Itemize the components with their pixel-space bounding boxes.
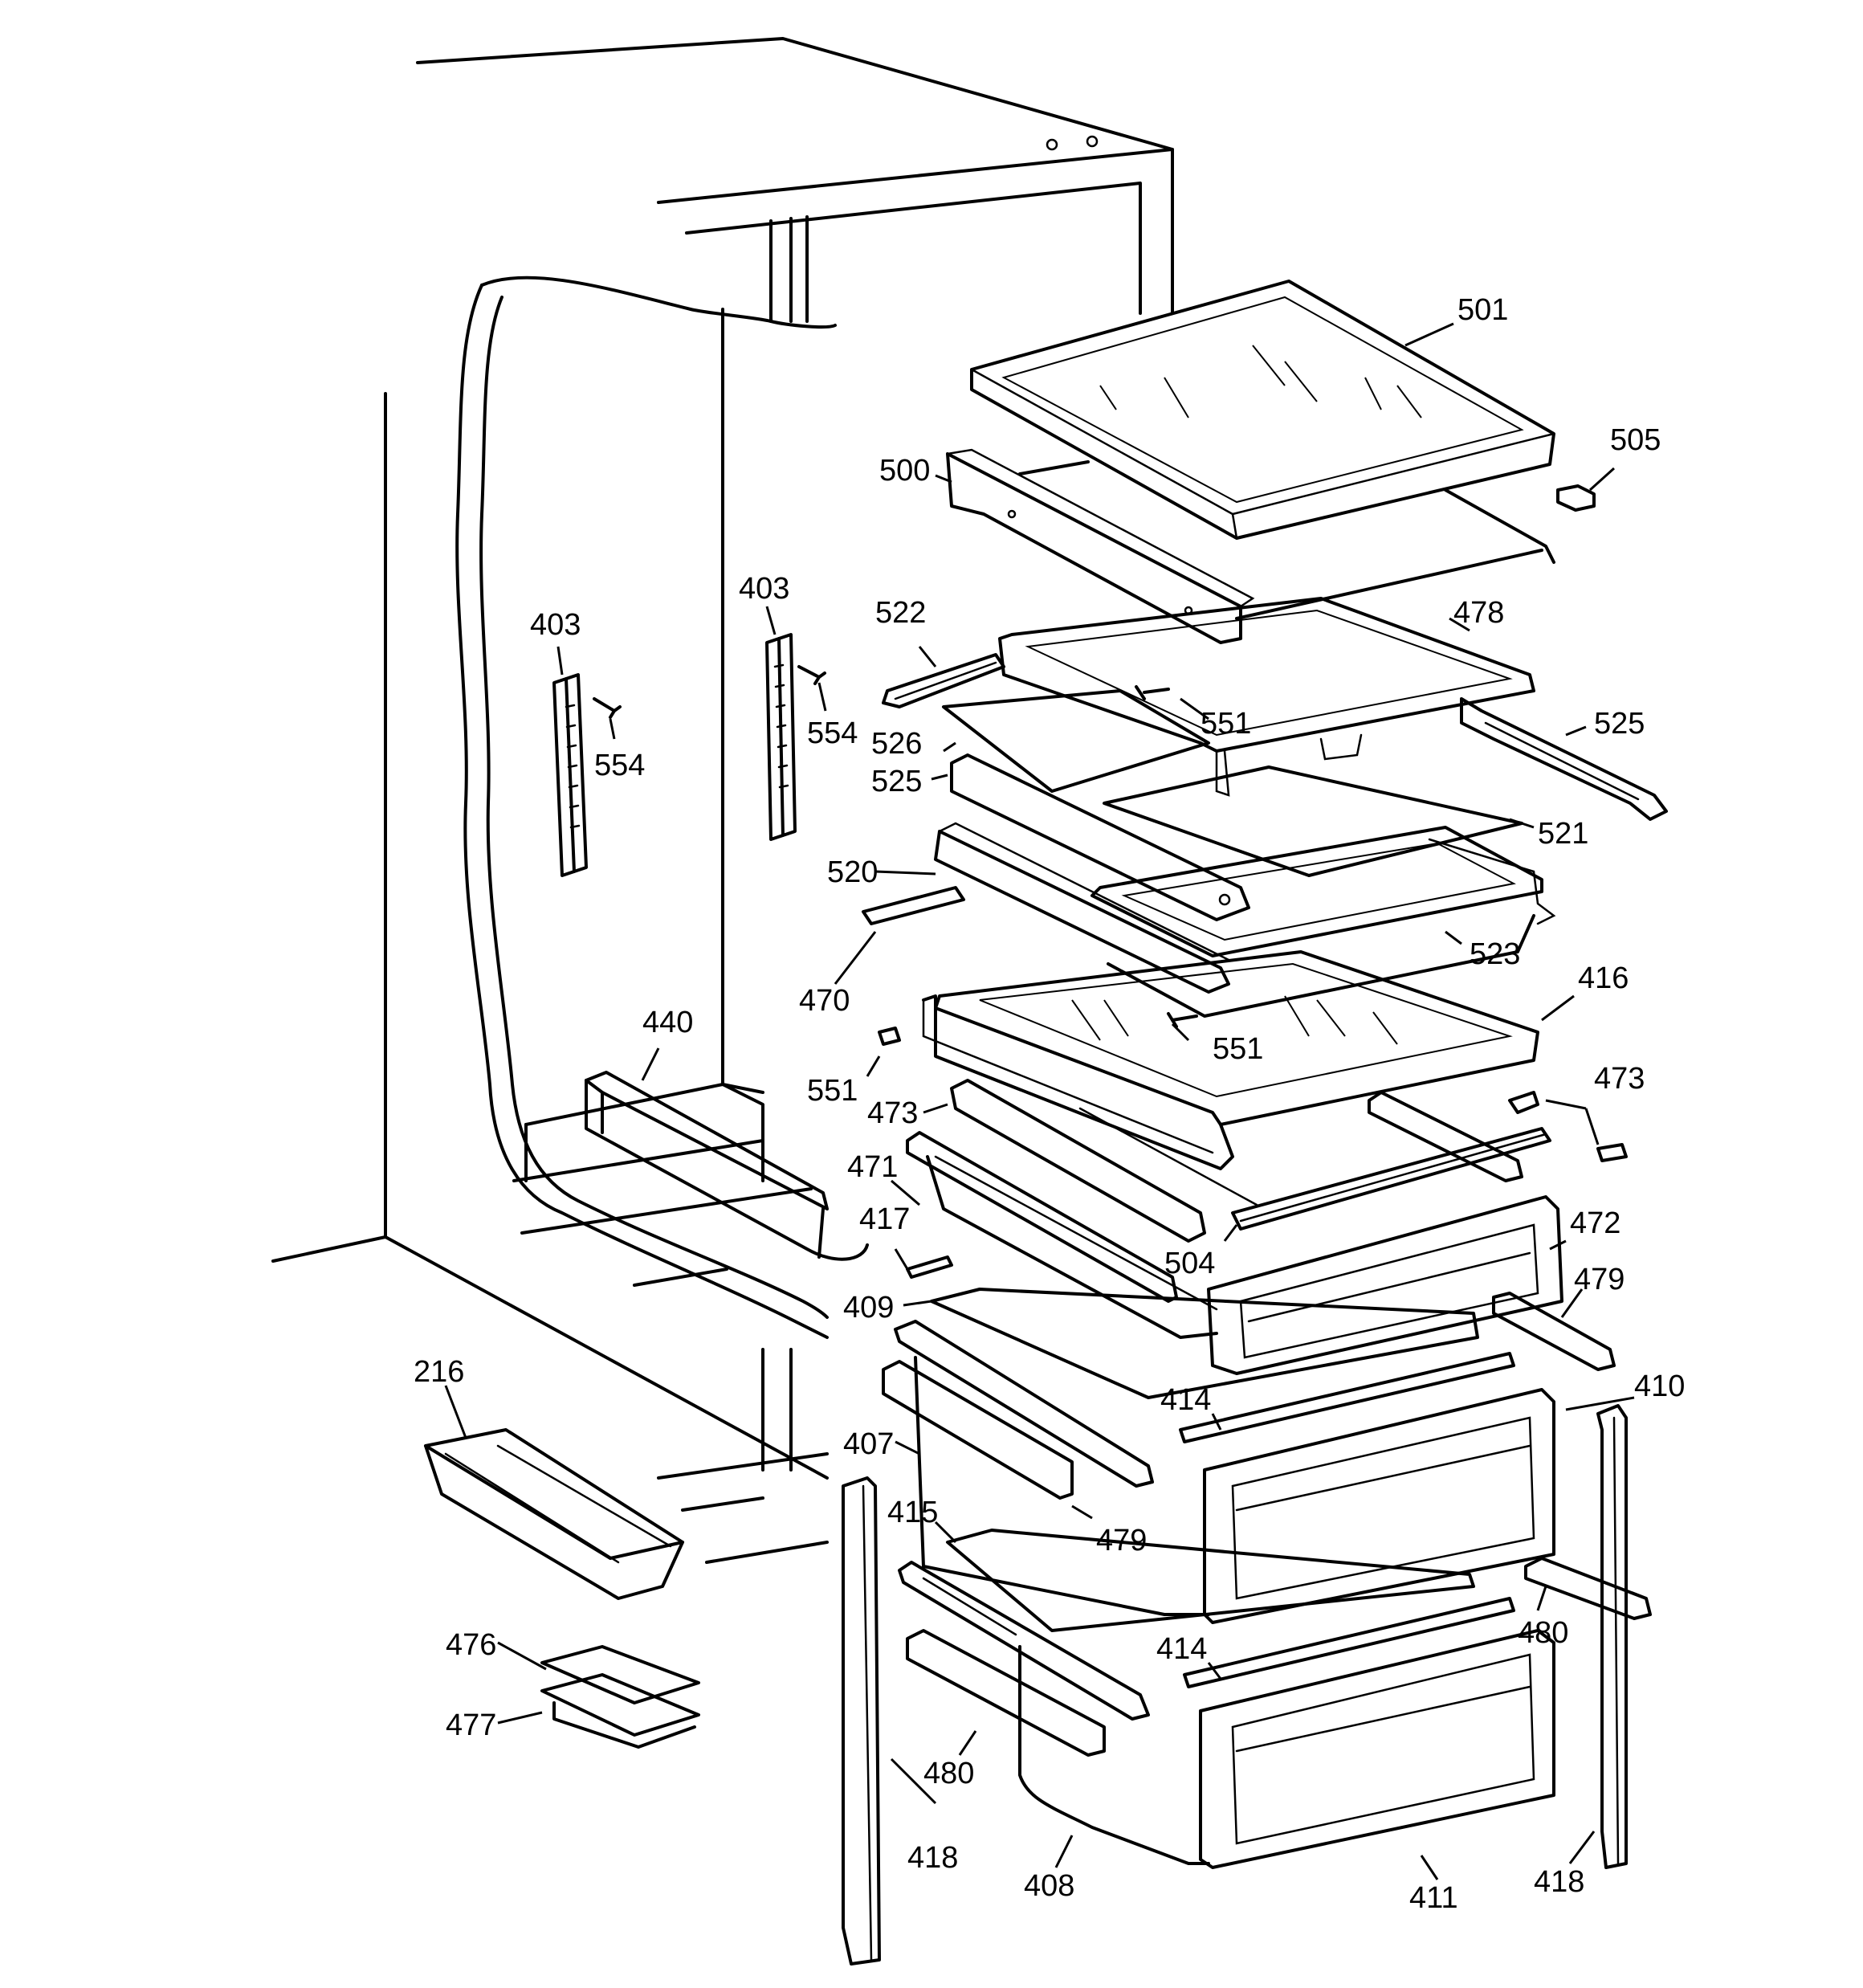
label-409: 409 (843, 1291, 894, 1325)
rail-473-left (950, 1079, 1206, 1243)
part-labels: 501 505 500 478 522 551 525 526 525 521 … (414, 293, 1685, 1915)
label-414-b: 414 (1156, 1632, 1207, 1666)
door-gasket (455, 276, 837, 1339)
drawer-front-411 (1199, 1629, 1555, 1869)
dairy-cover-476 (540, 1645, 700, 1704)
label-418-b: 418 (1534, 1865, 1584, 1899)
label-505: 505 (1610, 423, 1661, 457)
glass-409 (930, 1288, 1479, 1399)
label-504: 504 (1164, 1247, 1215, 1280)
drawer-front-472 (1207, 1195, 1563, 1375)
label-473-a: 473 (867, 1096, 918, 1130)
label-501: 501 (1457, 293, 1508, 327)
label-520: 520 (827, 855, 878, 889)
glass-521 (1103, 765, 1523, 877)
rail-right-upper (1368, 1091, 1523, 1182)
label-410: 410 (1634, 1370, 1685, 1403)
trim-417 (906, 1255, 953, 1279)
label-417: 417 (859, 1202, 910, 1236)
label-478: 478 (1453, 596, 1504, 630)
label-403-b: 403 (739, 572, 789, 606)
slide-arm-525-right (1460, 697, 1668, 821)
slide-rail-479-lower (882, 1360, 1074, 1500)
label-411: 411 (1409, 1881, 1458, 1915)
frame-523 (1107, 914, 1535, 1018)
label-523: 523 (1470, 937, 1520, 971)
rail-522 (882, 653, 1005, 708)
door-bin-440 (585, 1071, 869, 1261)
label-551-b: 551 (1213, 1032, 1263, 1066)
label-525-a: 525 (1594, 707, 1645, 741)
label-470: 470 (799, 984, 850, 1018)
shelf-bracket-500 (946, 448, 1255, 644)
label-418-a: 418 (907, 1841, 958, 1875)
glass-526 (942, 689, 1210, 793)
label-479-a: 479 (1574, 1263, 1625, 1296)
label-216: 216 (414, 1355, 464, 1389)
dairy-tray-477 (540, 1673, 700, 1749)
label-472: 472 (1570, 1206, 1620, 1240)
drawer-471 (906, 1107, 1258, 1339)
leader-lines (444, 322, 1635, 1880)
label-403-a: 403 (530, 608, 581, 642)
label-554-b: 554 (807, 716, 858, 750)
label-522: 522 (875, 596, 926, 630)
label-476: 476 (446, 1628, 496, 1662)
shelf-rail-403-left (552, 673, 588, 877)
label-521: 521 (1538, 817, 1588, 851)
trim-414-lower (1183, 1597, 1515, 1688)
clip-473-b (1596, 1143, 1628, 1162)
shelf-end-cap-505 (1556, 484, 1596, 512)
side-rail-418-right (1596, 1404, 1628, 1869)
label-500: 500 (879, 454, 930, 488)
clip-470 (862, 886, 965, 925)
label-477: 477 (446, 1708, 496, 1742)
cabinet (271, 37, 1174, 1564)
label-414-a: 414 (1160, 1383, 1211, 1417)
label-415: 415 (887, 1496, 938, 1529)
slide-shelf-520 (934, 753, 1556, 994)
side-rail-418-left (842, 1476, 881, 1966)
door-bin-216 (424, 1428, 684, 1600)
glass-shelf-416 (922, 950, 1539, 1170)
shelf-frame-rail (1018, 460, 1555, 620)
screw-551-b (1167, 1012, 1198, 1028)
label-407: 407 (843, 1427, 894, 1461)
label-480-a: 480 (1518, 1616, 1568, 1650)
screw-554-a (593, 697, 622, 719)
adjustable-shelf-478 (998, 597, 1535, 797)
label-551-a: 551 (1201, 707, 1251, 741)
label-525-b: 525 (871, 765, 922, 798)
label-554-a: 554 (594, 749, 645, 782)
slide-rail-480-upper (1524, 1557, 1652, 1620)
screw-551-a (1135, 685, 1170, 700)
label-408: 408 (1024, 1869, 1074, 1903)
label-473-b: 473 (1594, 1062, 1645, 1096)
glass-415 (946, 1529, 1475, 1632)
glass-shelf-501 (970, 280, 1555, 540)
screw-551-c (878, 1027, 901, 1046)
screw-554-b (797, 665, 826, 685)
trim-414-upper (1179, 1352, 1515, 1443)
crisper-drawer-407 (894, 1320, 1210, 1616)
clip-473-a (1508, 1091, 1539, 1114)
label-526: 526 (871, 727, 922, 761)
shelf-rail-403-right (765, 633, 797, 841)
label-471: 471 (847, 1150, 898, 1184)
label-480-b: 480 (923, 1757, 974, 1790)
label-479-b: 479 (1096, 1524, 1147, 1557)
slide-rail-480-lower (906, 1629, 1106, 1757)
label-440: 440 (642, 1006, 693, 1039)
crisper-drawer-408 (898, 1561, 1210, 1865)
label-551-c: 551 (807, 1074, 858, 1108)
label-416: 416 (1578, 961, 1629, 995)
slide-rail-479-upper (1492, 1292, 1616, 1371)
